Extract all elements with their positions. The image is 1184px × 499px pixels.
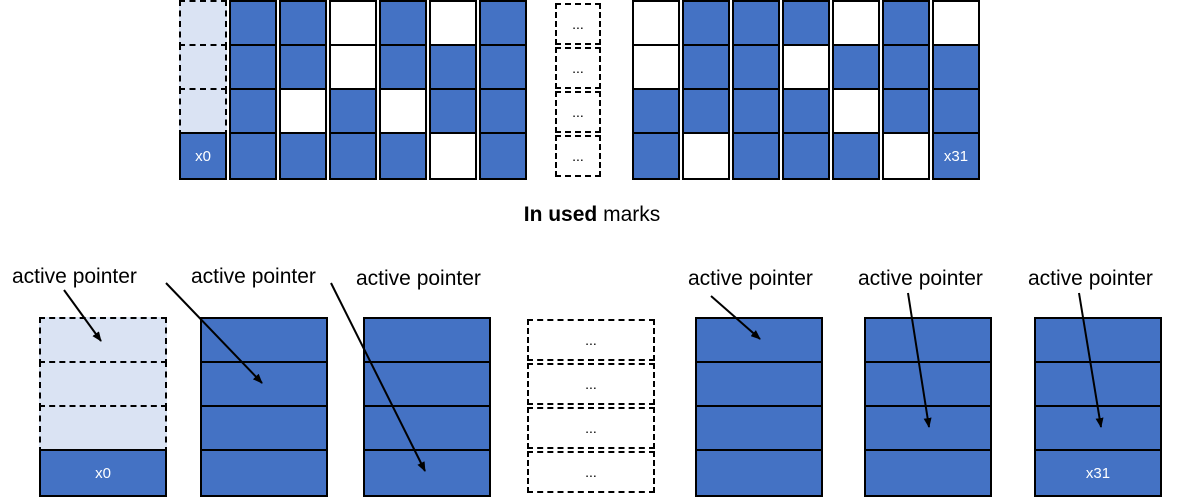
slot-label: x31 [1085,464,1111,482]
pointer-column [864,0,992,499]
slot-filled [200,361,328,409]
cell-label: x0 [195,147,211,165]
slot-label: ... [585,464,597,480]
pointer-column [695,0,823,499]
grid-cell-blue [732,88,780,136]
slot-filled [695,361,823,409]
grid-cell-ellipsis: ... [555,91,601,133]
pointer-arrow [1078,292,1104,428]
grid-cell-x31: x31 [932,132,980,180]
slot-filled [200,449,328,497]
grid-cell-blue [379,0,427,48]
active-pointer-label: active pointer [688,267,813,290]
slot-empty [39,361,167,409]
pointer-arrow [330,282,426,472]
grid-cell-blue [832,132,880,180]
caption-rest: marks [597,203,661,226]
grid-cell-blue [479,44,527,92]
slot-x31: x31 [1034,449,1162,497]
slot-filled [363,361,491,409]
grid-cell-x0: x0 [179,132,227,180]
pointer-arrow [63,289,102,342]
slot-ellipsis: ... [527,451,655,493]
pointer-arrow [907,292,932,428]
slot-ellipsis: ... [527,363,655,405]
slot-x0: x0 [39,449,167,497]
slot-label: ... [585,376,597,392]
pointer-column [363,0,491,499]
grid-cell-ellipsis: ... [555,47,601,89]
slot-empty [39,317,167,365]
slot-filled [363,405,491,453]
slot-label: ... [585,332,597,348]
grid-cell-blue [229,88,277,136]
active-pointer-label: active pointer [1028,267,1153,290]
caption-bold: In used [523,203,598,226]
slot-label: ... [585,420,597,436]
grid-cell-blue [479,88,527,136]
grid-cell-blue [279,132,327,180]
grid-cell-ellipsis: ... [555,3,601,45]
slot-ellipsis: ... [527,407,655,449]
slot-label: x0 [95,464,111,482]
grid-cell-blue [229,44,277,92]
slot-filled [864,405,992,453]
active-pointer-label: active pointer [858,267,983,290]
slot-ellipsis: ... [527,319,655,361]
grid-cell-white [279,88,327,136]
grid-cell-blue [682,88,730,136]
cell-label: ... [572,16,584,32]
grid-cell-blue [329,132,377,180]
grid-cell-blue [429,88,477,136]
grid-cell-blue [479,132,527,180]
active-pointer-label: active pointer [356,267,481,290]
grid-cell-blue [932,88,980,136]
grid-cell-white [882,132,930,180]
grid-cell-blue [379,132,427,180]
grid-cell-blue [632,88,680,136]
cell-label: ... [572,60,584,76]
cell-label: ... [572,104,584,120]
grid-cell-blue [279,0,327,48]
grid-cell-white [632,44,680,92]
slot-filled [695,317,823,365]
active-pointer-label: active pointer [191,265,316,288]
grid-cell-blue [429,44,477,92]
grid-cell-blue [882,0,930,48]
grid-cell-blue [682,0,730,48]
grid-cell-white [429,132,477,180]
grid-cell-blue [882,44,930,92]
pointer-column: ............ [527,0,655,499]
slot-filled [363,449,491,497]
grid-cell-blue [632,132,680,180]
pointer-arrow [165,282,263,384]
grid-cell-white [932,0,980,48]
grid-cell-ellipsis: ... [555,135,601,177]
slot-filled [695,449,823,497]
active-pointer-label: active pointer [12,265,137,288]
grid-cell-blue [782,132,830,180]
pointer-arrow [710,295,761,340]
grid-cell-white [682,132,730,180]
cell-label: x31 [943,147,969,165]
pointer-column: x0 [39,0,167,499]
grid-cell-white [632,0,680,48]
cell-label: ... [572,148,584,164]
slot-filled [864,449,992,497]
grid-cell-blue [732,132,780,180]
grid-cell-blue [229,132,277,180]
slot-filled [864,361,992,409]
grid-cell-white [329,44,377,92]
grid-cell-empty [179,44,227,92]
grid-cell-empty [179,0,227,48]
caption: In used marks [0,203,1184,227]
